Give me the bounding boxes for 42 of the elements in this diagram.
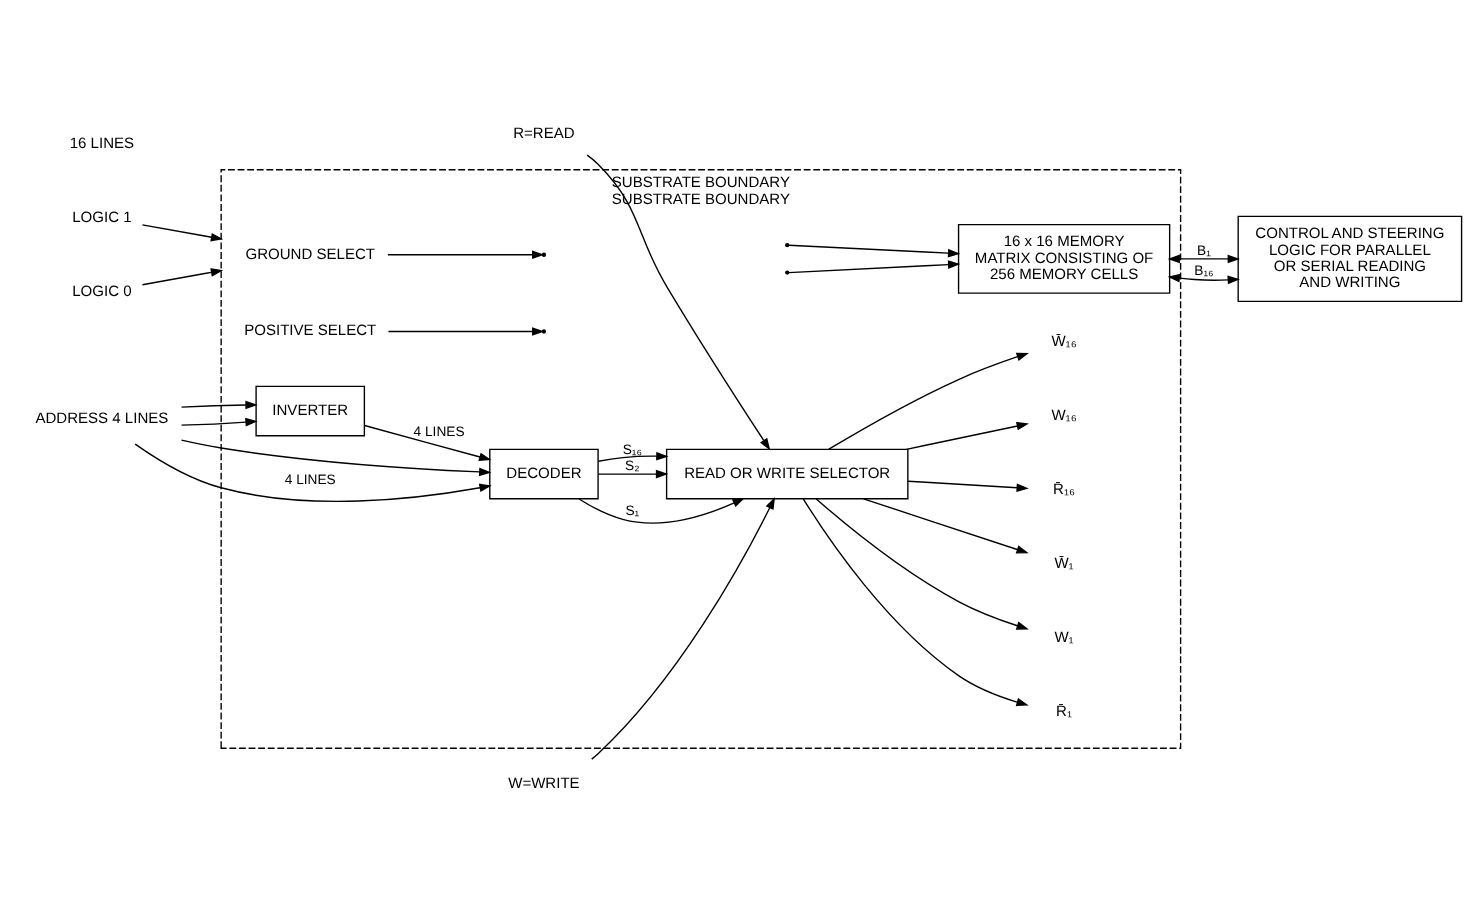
arrow [1167, 272, 1240, 284]
node-text: W₁ [1054, 627, 1074, 646]
node-box: INVERTER [255, 384, 366, 436]
arrow [141, 267, 224, 285]
node-text: W̄₁ [1054, 553, 1074, 572]
arrow [788, 243, 961, 257]
arrow [905, 420, 1029, 449]
arrow [597, 450, 669, 461]
arrow [578, 496, 745, 523]
arrow [134, 442, 492, 502]
label: 16 LINES [69, 132, 135, 151]
node-text: W=WRITE [508, 772, 580, 791]
arrow [1167, 253, 1240, 263]
arrow [180, 438, 492, 476]
node-text: GROUND SELECT [245, 243, 375, 262]
arrow [907, 479, 1029, 492]
node-text: LOGIC 0 [72, 280, 132, 299]
node-box: DECODER [489, 447, 599, 499]
node-text: R=READ [513, 122, 575, 141]
node-box: READ OR WRITE SELECTOR [665, 447, 909, 499]
arrow [387, 249, 545, 259]
node-box: CONTROL AND STEERING LOGIC FOR PARALLEL OR SERIAL READING AND WRITING [1237, 214, 1463, 302]
node-text: W₁₆ [1051, 405, 1077, 424]
arrow [815, 497, 1029, 629]
arrow [180, 416, 258, 426]
arrow [180, 399, 258, 409]
arrow [597, 468, 669, 478]
arrow [788, 259, 961, 273]
node-text: R̄₁₆ [1053, 479, 1076, 498]
arrow [802, 497, 1029, 706]
arrow [591, 496, 776, 759]
arrow [363, 423, 492, 461]
node-text: POSITIVE SELECT [244, 320, 377, 339]
arrow [141, 223, 224, 241]
node-text: ADDRESS 4 LINES [35, 408, 169, 427]
node-text: W̄₁₆ [1051, 331, 1077, 350]
arrow [586, 153, 771, 450]
arrow [862, 497, 1029, 553]
node-box: 16 x 16 MEMORY MATRIX CONSISTING OF 256 MEMORY CELLS [957, 222, 1171, 293]
node-text: LOGIC 1 [72, 206, 132, 225]
node-text: R̄₁ [1056, 701, 1073, 720]
arrow [828, 351, 1029, 449]
